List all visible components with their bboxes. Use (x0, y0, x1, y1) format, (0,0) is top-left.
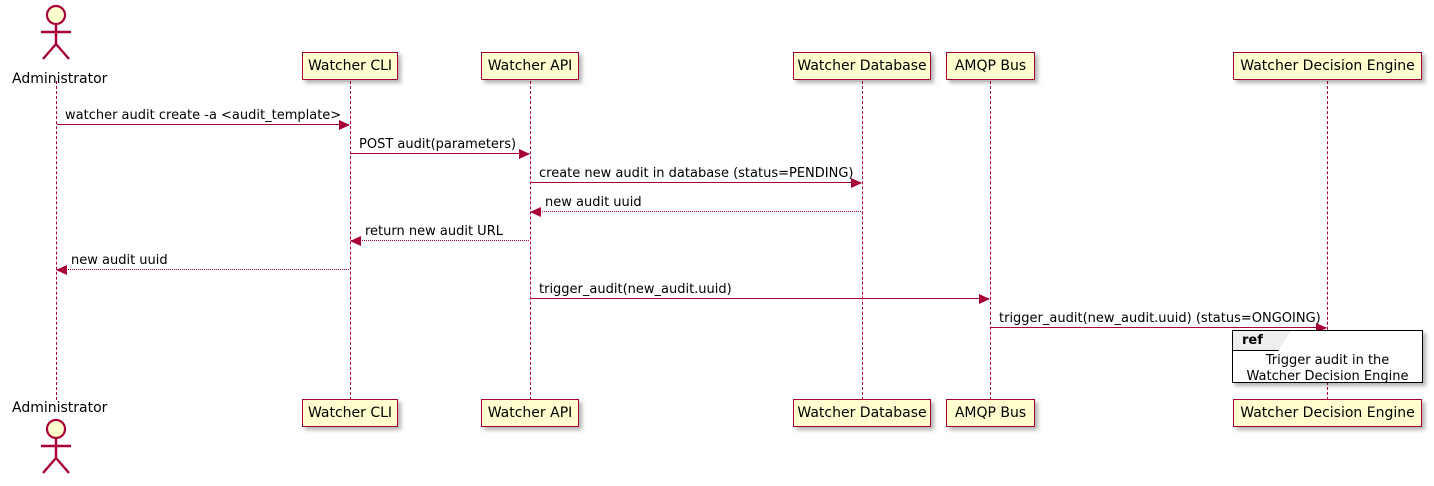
arrowhead-left (56, 265, 67, 275)
participant-watcher-cli-bottom[interactable]: Watcher CLI (302, 399, 398, 427)
participant-watcher-api-bottom[interactable]: Watcher API (481, 399, 579, 427)
ref-fragment-tag: ref (1242, 333, 1263, 348)
ref-fragment-tab (1233, 331, 1291, 351)
message-label-0: watcher audit create -a <audit_template> (65, 108, 342, 123)
arrowhead-right (519, 149, 530, 159)
message-arrow-7 (991, 323, 1327, 333)
ref-fragment-line: Trigger audit in the (1265, 353, 1390, 368)
message-arrow-6 (531, 294, 990, 304)
message-label-7: trigger_audit(new_audit.uuid) (status=ON… (999, 311, 1321, 326)
message-label-3: new audit uuid (545, 195, 642, 210)
lifeline-watcher-api (530, 81, 531, 400)
message-label-6: trigger_audit(new_audit.uuid) (539, 282, 732, 297)
arrowhead-right (979, 294, 990, 304)
message-label-4: return new audit URL (365, 224, 503, 239)
participant-watcher-api-top[interactable]: Watcher API (481, 52, 579, 80)
actor-label-administrator-bottom: Administrator (12, 400, 108, 416)
actor-label-administrator-top: Administrator (12, 71, 108, 87)
message-arrow-0 (57, 120, 350, 130)
message-arrow-3 (530, 207, 861, 217)
arrowhead-right (339, 120, 350, 130)
participant-decision-engine-top[interactable]: Watcher Decision Engine (1233, 52, 1422, 80)
lifeline-amqp-bus (990, 81, 991, 400)
lifeline-administrator (56, 81, 57, 400)
message-arrow-5 (56, 265, 349, 275)
arrowhead-left (530, 207, 541, 217)
message-arrow-1 (351, 149, 530, 159)
participant-watcher-cli-top[interactable]: Watcher CLI (302, 52, 398, 80)
lifeline-watcher-db (862, 81, 863, 400)
arrowhead-left (350, 236, 361, 246)
arrowhead-right (1316, 323, 1327, 333)
ref-tab-corner-icon (1278, 331, 1291, 351)
participant-amqp-bus-top[interactable]: AMQP Bus (946, 52, 1035, 80)
message-label-5: new audit uuid (71, 253, 168, 268)
message-arrow-4 (350, 236, 529, 246)
participant-amqp-bus-bottom[interactable]: AMQP Bus (946, 399, 1035, 427)
message-label-1: POST audit(parameters) (359, 137, 517, 152)
arrowhead-right (851, 178, 862, 188)
ref-fragment-line: Watcher Decision Engine (1246, 369, 1409, 384)
participant-decision-engine-bottom[interactable]: Watcher Decision Engine (1233, 399, 1422, 427)
lifeline-decision-engine (1327, 81, 1328, 400)
message-arrow-2 (531, 178, 862, 188)
participant-watcher-db-bottom[interactable]: Watcher Database (793, 399, 931, 427)
actor-administrator-top (34, 4, 78, 60)
message-label-2: create new audit in database (status=PEN… (539, 166, 854, 181)
participant-watcher-db-top[interactable]: Watcher Database (793, 52, 931, 80)
actor-administrator-bottom (34, 418, 78, 474)
